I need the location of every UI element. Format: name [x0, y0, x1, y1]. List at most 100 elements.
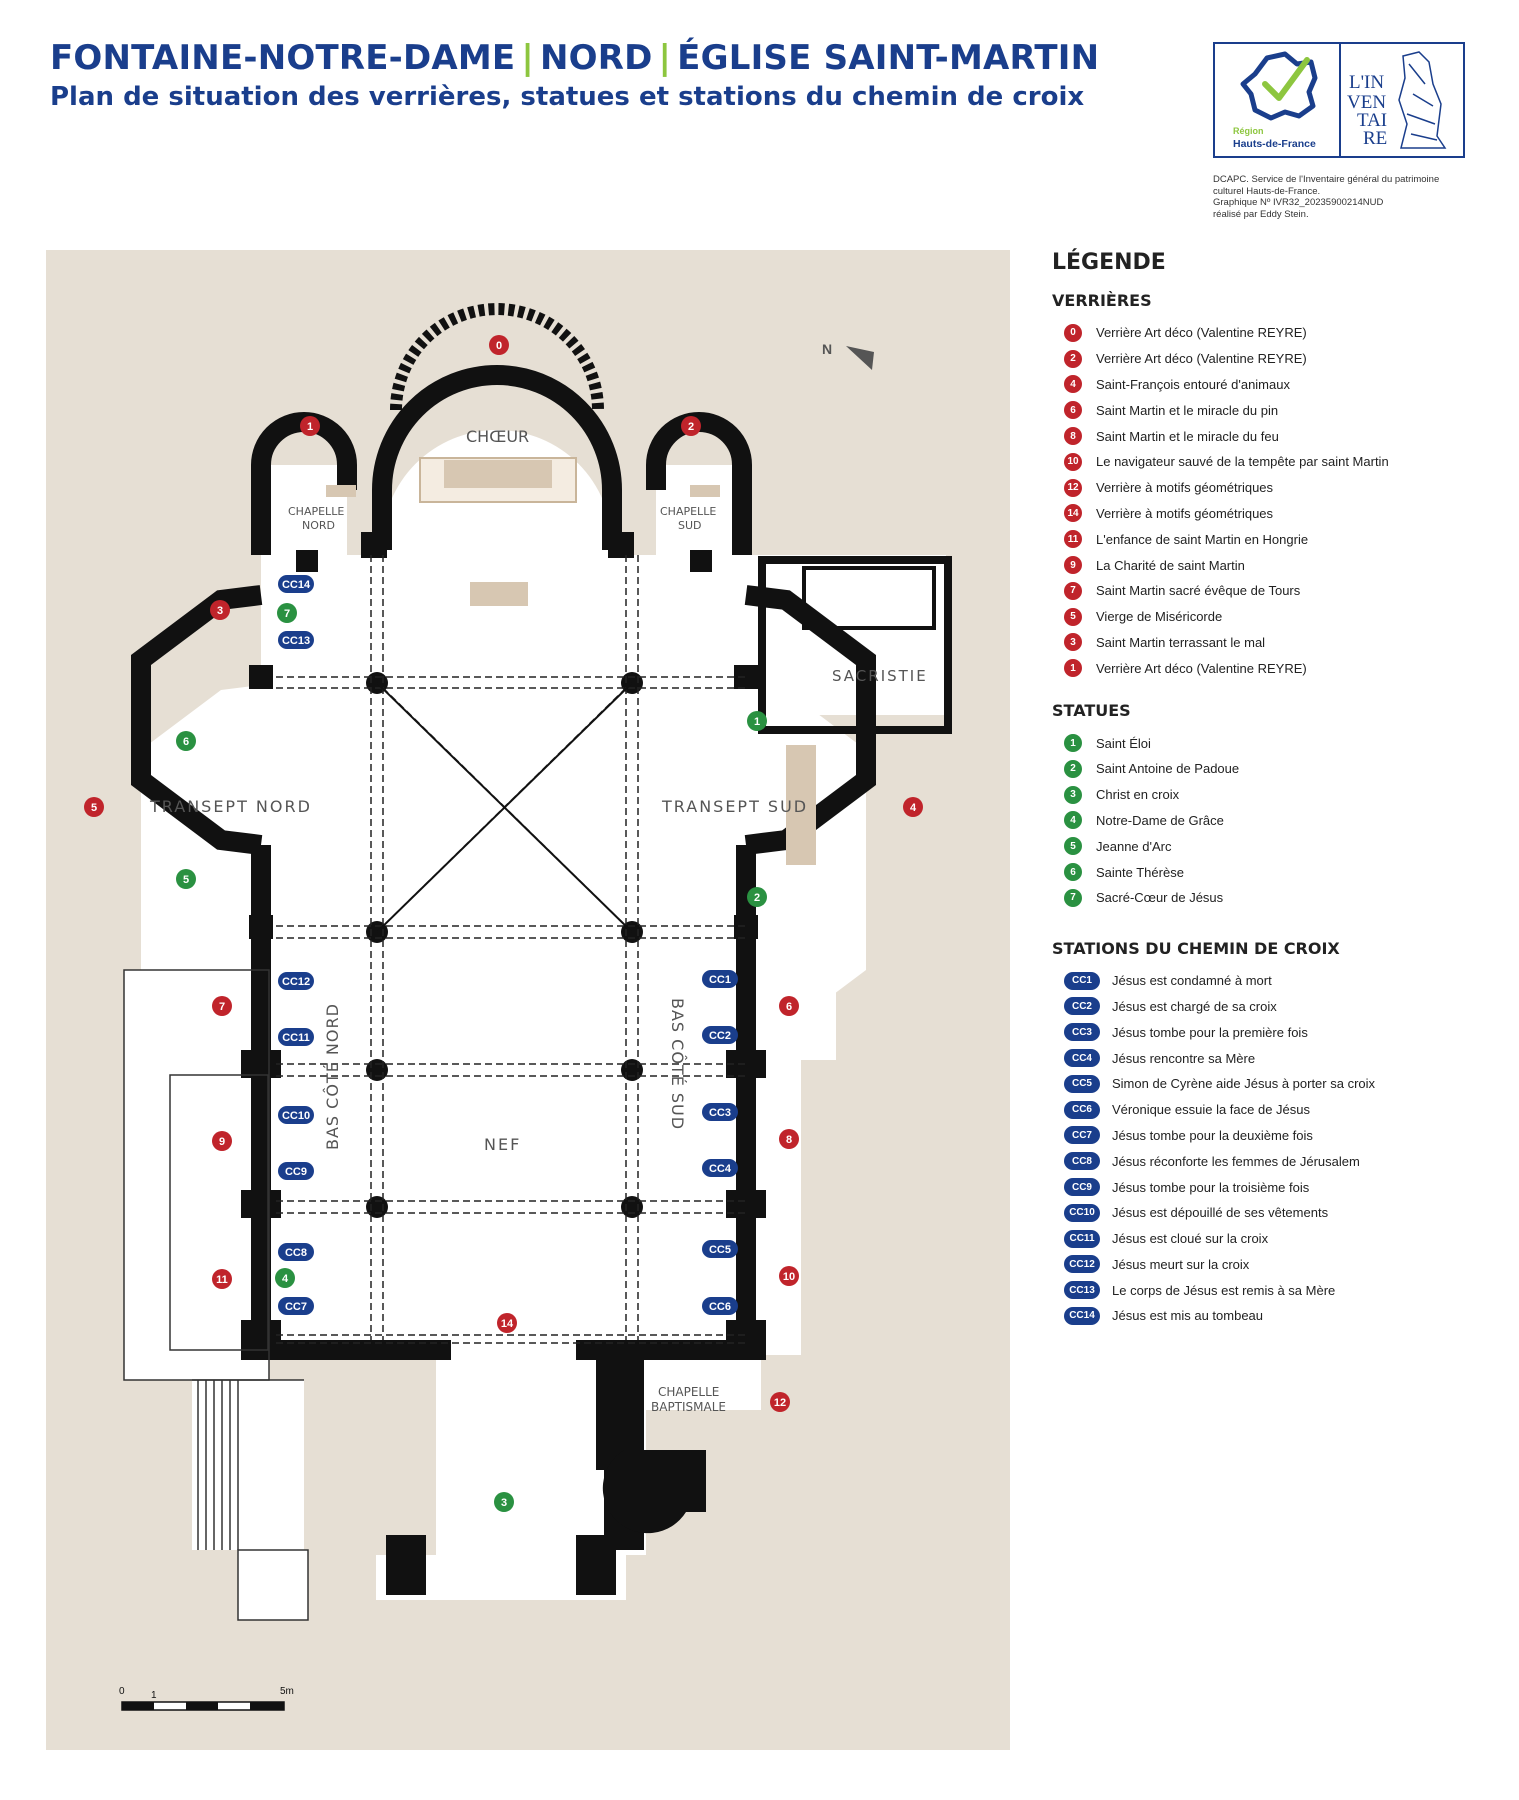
- verriere-badge: 12: [1064, 478, 1082, 497]
- statue-marker: 3: [494, 1492, 514, 1512]
- choir-furniture: [326, 457, 816, 865]
- station-badge: CC5: [1064, 1074, 1100, 1093]
- inventaire-text-2: VEN: [1347, 92, 1386, 113]
- svg-text:6: 6: [183, 736, 189, 748]
- station-badge: CC6: [1064, 1100, 1100, 1119]
- svg-text:CC12: CC12: [282, 976, 310, 988]
- svg-text:CC3: CC3: [709, 1107, 731, 1119]
- page-subtitle: Plan de situation des verrières, statues…: [50, 82, 1085, 112]
- plan-drawing: N CHŒUR CHAPELLE NORD CHAPELLE SUD TRANS…: [84, 303, 952, 1711]
- verriere-badge: 0: [1064, 323, 1082, 342]
- scale-zero: 0: [119, 1686, 125, 1697]
- svg-text:11: 11: [216, 1274, 228, 1286]
- legend-item: 5 Jeanne d'Arc: [1064, 833, 1492, 859]
- station-marker: CC4: [702, 1159, 738, 1177]
- scale-one: 1: [151, 1690, 157, 1701]
- title-separator: |: [521, 38, 534, 78]
- legend-item: CC3 Jésus tombe pour la première fois: [1064, 1019, 1492, 1045]
- verriere-marker: 8: [779, 1129, 799, 1149]
- statue-marker: 6: [176, 731, 196, 751]
- legend-item-text: L'enfance de saint Martin en Hongrie: [1096, 531, 1309, 547]
- svg-text:CC9: CC9: [285, 1166, 307, 1178]
- legend-item-text: Vierge de Miséricorde: [1096, 609, 1223, 625]
- verriere-badge: 14: [1064, 504, 1082, 523]
- region-logo: Région Hauts-de-France: [1215, 44, 1341, 156]
- legend-item-text: Jeanne d'Arc: [1096, 838, 1172, 854]
- legend-item-text: Jésus est dépouillé de ses vêtements: [1112, 1205, 1329, 1221]
- legend-item-text: Jésus meurt sur la croix: [1112, 1256, 1250, 1272]
- north-arrow-label: N: [822, 341, 832, 357]
- verriere-marker: 6: [779, 996, 799, 1016]
- inventaire-figure-icon: L'IN VEN TAI RE: [1347, 51, 1447, 149]
- svg-text:2: 2: [688, 421, 694, 433]
- svg-text:6: 6: [786, 1001, 792, 1013]
- legend-item-text: Jésus est cloué sur la croix: [1112, 1231, 1269, 1247]
- room-label-baptismale-1: CHAPELLE: [658, 1385, 719, 1399]
- legend-item-text: Jésus tombe pour la première fois: [1112, 1024, 1308, 1040]
- legend-item-text: Saint Éloi: [1096, 735, 1151, 751]
- svg-text:7: 7: [284, 608, 290, 620]
- inventaire-logo: L'IN VEN TAI RE: [1341, 44, 1465, 156]
- station-marker: CC13: [278, 631, 314, 649]
- title-departement: NORD: [539, 38, 653, 78]
- svg-text:CC4: CC4: [709, 1163, 732, 1175]
- title-commune: FONTAINE-NOTRE-DAME: [50, 38, 516, 78]
- station-badge: CC1: [1064, 971, 1100, 990]
- svg-text:3: 3: [217, 605, 223, 617]
- verriere-marker: 10: [779, 1266, 799, 1286]
- legend-item-text: Saint Martin et le miracle du pin: [1096, 402, 1279, 418]
- title-edifice: ÉGLISE SAINT-MARTIN: [677, 38, 1100, 78]
- verriere-badge: 5: [1064, 607, 1082, 626]
- verriere-marker: 2: [681, 416, 701, 436]
- logo-block: Région Hauts-de-France L'IN VEN TAI RE: [1213, 42, 1465, 158]
- inventaire-text-3: TAI: [1357, 110, 1387, 131]
- station-badge: CC8: [1064, 1152, 1100, 1171]
- svg-text:CC14: CC14: [282, 579, 311, 591]
- legend-item-text: Le corps de Jésus est remis à sa Mère: [1112, 1282, 1336, 1298]
- north-arrow: N: [822, 341, 874, 370]
- station-badge: CC13: [1064, 1281, 1100, 1300]
- title-separator: |: [658, 38, 672, 78]
- svg-text:8: 8: [786, 1134, 792, 1146]
- svg-text:9: 9: [219, 1136, 225, 1148]
- inventaire-text-1: L'IN: [1349, 72, 1384, 93]
- credits-line: réalisé par Eddy Stein.: [1213, 208, 1309, 220]
- verriere-badge: 11: [1064, 530, 1082, 549]
- station-marker: CC11: [278, 1028, 314, 1046]
- verriere-badge: 4: [1064, 375, 1082, 394]
- legend-item-text: Simon de Cyrène aide Jésus à porter sa c…: [1112, 1076, 1376, 1092]
- station-badge: CC3: [1064, 1023, 1100, 1042]
- credits-line: culturel Hauts-de-France.: [1213, 185, 1321, 197]
- statue-marker: 7: [277, 603, 297, 623]
- svg-text:4: 4: [282, 1273, 289, 1285]
- credits-line: Graphique Nº IVR32_20235900214NUD: [1213, 197, 1384, 208]
- room-label-chapelle-sud-2: SUD: [678, 519, 702, 532]
- svg-text:7: 7: [219, 1001, 225, 1013]
- statue-badge: 5: [1064, 837, 1082, 856]
- station-marker: CC8: [278, 1243, 314, 1261]
- region-label: Région: [1233, 126, 1264, 136]
- verriere-marker: 0: [489, 335, 509, 355]
- room-label-baptismale-2: BAPTISMALE: [651, 1400, 726, 1414]
- legend-item-text: Saint Martin terrassant le mal: [1096, 634, 1266, 650]
- svg-text:CC7: CC7: [285, 1301, 307, 1313]
- station-badge: CC11: [1064, 1229, 1100, 1248]
- scale-bar: 0 1 5m: [119, 1686, 294, 1711]
